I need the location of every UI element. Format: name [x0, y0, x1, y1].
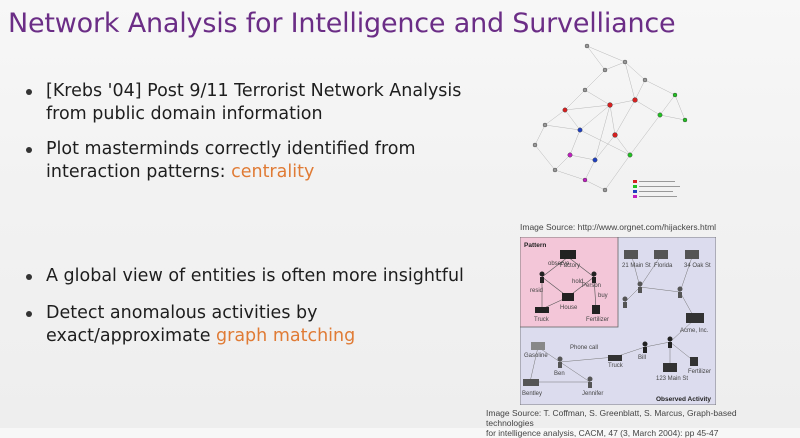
image-source-caption-2: Image Source: T. Coffman, S. Greenblatt,… [486, 408, 786, 438]
svg-text:Truck: Truck [608, 363, 624, 369]
svg-text:resid: resid [530, 288, 543, 294]
bullet-dot [26, 147, 32, 153]
bullet-text: A global view of entities is often more … [46, 266, 464, 286]
house-icon [562, 293, 574, 301]
bullet-text: [Krebs '04] Post 9/11 Terrorist Network … [46, 81, 462, 101]
svg-text:Florida: Florida [654, 263, 673, 269]
svg-text:Fertilizer: Fertilizer [586, 317, 609, 323]
svg-text:Phone call: Phone call [570, 345, 598, 351]
svg-text:Fertilizer: Fertilizer [688, 369, 711, 375]
bullet-text: Detect anomalous activities by [46, 303, 318, 323]
svg-text:Jennifer: Jennifer [582, 391, 603, 397]
slide-title: Network Analysis for Intelligence and Su… [8, 8, 676, 39]
observed-nodes [523, 250, 704, 388]
truck-icon [535, 307, 549, 313]
fertilizer-icon [592, 305, 600, 314]
svg-text:Person: Person [582, 283, 601, 289]
highlight-graph-matching: graph matching [216, 326, 356, 346]
pattern-label: Pattern [524, 242, 546, 249]
factory-icon [560, 250, 576, 259]
bullet-global-view: A global view of entities is often more … [20, 265, 490, 288]
caption-2-line2: for intelligence analysis, CACM, 47 (3, … [486, 428, 719, 438]
svg-text:Bentley: Bentley [522, 391, 542, 397]
svg-text:Bill: Bill [638, 355, 646, 361]
svg-text:buy: buy [598, 293, 608, 299]
pattern-nodes [535, 250, 600, 314]
svg-text:Truck: Truck [534, 317, 550, 323]
svg-text:123 Main St: 123 Main St [656, 376, 688, 382]
terrorist-network-graph [532, 43, 688, 198]
svg-text:21 Main St: 21 Main St [622, 263, 651, 269]
svg-text:hold: hold [572, 279, 583, 285]
bullet-text: Plot masterminds correctly identified fr… [46, 139, 416, 159]
svg-text:Acme, Inc.: Acme, Inc. [680, 328, 709, 334]
person-icon [591, 271, 597, 277]
bullet-dot [26, 89, 32, 95]
bullet-dot [26, 311, 32, 317]
bullet-text: from public domain information [46, 104, 323, 124]
svg-text:observe: observe [548, 261, 570, 267]
svg-text:House: House [560, 305, 578, 311]
svg-text:Gasoline: Gasoline [524, 353, 548, 359]
bullet-text: interaction patterns: [46, 162, 232, 182]
person-icon [539, 271, 545, 277]
svg-text:Ben: Ben [554, 371, 565, 377]
bullet-krebs: [Krebs '04] Post 9/11 Terrorist Network … [20, 80, 490, 126]
highlight-centrality: centrality [231, 162, 315, 182]
caption-2-line1: Image Source: T. Coffman, S. Greenblatt,… [486, 408, 737, 428]
image-source-caption-1: Image Source: http://www.orgnet.com/hija… [520, 222, 717, 232]
bullet-masterminds: Plot masterminds correctly identified fr… [20, 138, 490, 184]
observed-activity-label: Observed Activity [656, 396, 711, 403]
bullet-text: exact/approximate [46, 326, 217, 346]
bullet-anomalous: Detect anomalous activities by exact/app… [20, 302, 490, 348]
network-legend [633, 180, 680, 198]
graph-matching-figure: Pattern Observed Activity Factory observ… [520, 237, 716, 405]
bullet-dot [26, 274, 32, 280]
svg-text:Factory: Factory [560, 263, 580, 269]
svg-text:34 Oak St: 34 Oak St [684, 263, 711, 269]
